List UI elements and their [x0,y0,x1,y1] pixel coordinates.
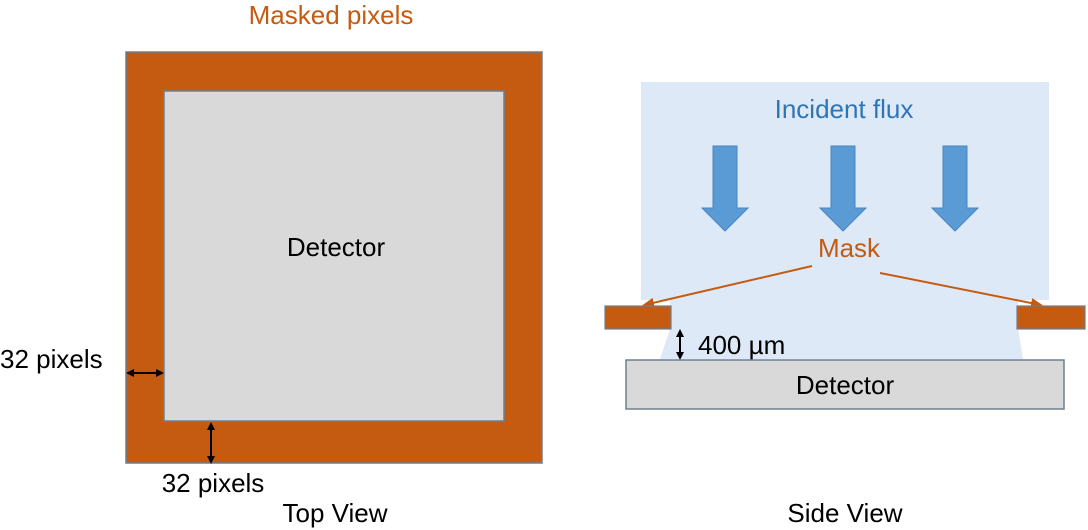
side-view-detector-label: Detector [796,370,895,400]
top-view-detector [163,90,505,422]
top-view-detector-label: Detector [287,232,386,262]
gap-label: 400 µm [698,330,785,360]
flux-arrow-left [700,145,750,232]
mask-pointer-right [879,272,1043,308]
flux-arrow-right [930,145,980,232]
top-view: Masked pixels Detector 32 pixels 32 pixe… [0,0,543,528]
mask-label: Mask [818,233,881,263]
side-view-detector [625,359,1065,410]
flux-arrow-center [818,145,868,232]
masked-pixels-label: Masked pixels [249,0,414,30]
mask-block-left [604,305,672,330]
side-view: Incident flux Mask 400 µm Detector Side … [604,82,1086,528]
left-border-width-label: 32 pixels [0,344,103,374]
mask-block-right [1016,305,1086,330]
incident-flux-label: Incident flux [775,94,914,124]
top-view-caption: Top View [282,498,387,528]
mask-pointer-left [642,265,813,308]
bottom-border-width-label: 32 pixels [162,468,265,498]
side-view-caption: Side View [787,498,902,528]
